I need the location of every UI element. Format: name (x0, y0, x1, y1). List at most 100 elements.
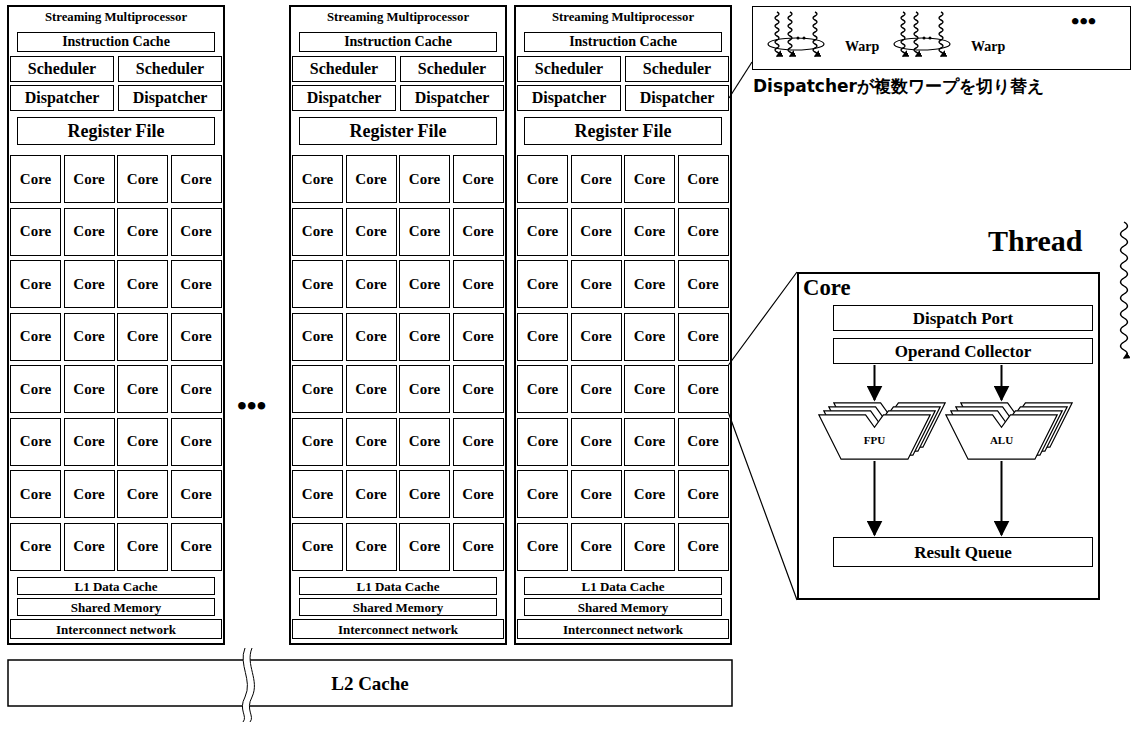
result-queue-label: Result Queue (914, 544, 1012, 561)
core-box-label: Core (634, 224, 665, 239)
core-box-label: Core (409, 382, 440, 397)
core-box-label: Core (20, 539, 51, 554)
core-box-label: Core (687, 277, 718, 292)
core-box: Core (117, 208, 168, 256)
register-file-label: Register File (67, 122, 164, 140)
instruction-cache: Instruction Cache (524, 32, 722, 52)
core-box-label: Core (20, 382, 51, 397)
core-box-label: Core (527, 172, 558, 187)
core-box-label: Core (687, 487, 718, 502)
core-box-label: Core (580, 329, 611, 344)
thread-squiggle (775, 12, 779, 56)
core-box-label: Core (127, 172, 158, 187)
register-file-label: Register File (349, 122, 446, 140)
core-box: Core (10, 418, 61, 466)
warp-ring (768, 38, 824, 50)
core-box: Core (399, 365, 450, 413)
core-box: Core (346, 155, 397, 203)
core-box-label: Core (127, 329, 158, 344)
core-box: Core (571, 470, 622, 518)
alu-unit: ALU (945, 402, 1073, 460)
core-box: Core (517, 470, 568, 518)
core-box-label: Core (73, 487, 104, 502)
core-box: Core (171, 470, 222, 518)
core-box-label: Core (20, 487, 51, 502)
core-box-label: Core (527, 224, 558, 239)
shared-memory: Shared Memory (524, 598, 722, 616)
core-box-label: Core (355, 172, 386, 187)
core-box-label: Core (634, 487, 665, 502)
core-box-label: Core (302, 224, 333, 239)
caption-note: Dispatcherが複数ワープを切り替え (753, 78, 1044, 95)
operand-collector: Operand Collector (833, 338, 1093, 364)
warp-callout-label: Warp (845, 40, 879, 54)
core-box-label: Core (180, 487, 211, 502)
dispatcher-box: Dispatcher (118, 85, 222, 111)
core-box-label: Core (127, 434, 158, 449)
core-box: Core (346, 260, 397, 308)
core-box-label: Core (580, 172, 611, 187)
core-box-label: Core (634, 172, 665, 187)
core-box: Core (64, 470, 115, 518)
core-box-label: Core (409, 277, 440, 292)
dispatcher-box: Dispatcher (517, 85, 621, 111)
register-file: Register File (299, 117, 497, 145)
dispatcher-box-label: Dispatcher (532, 90, 607, 106)
scheduler-box: Scheduler (118, 56, 222, 82)
core-box-label: Core (73, 277, 104, 292)
scheduler-box: Scheduler (625, 56, 729, 82)
core-box: Core (453, 365, 504, 413)
result-queue: Result Queue (833, 537, 1093, 567)
core-box-label: Core (73, 224, 104, 239)
scheduler-box-label: Scheduler (643, 61, 711, 77)
streaming-multiprocessor-label: Streaming Multiprocessor (516, 11, 730, 24)
core-box: Core (453, 313, 504, 361)
core-box: Core (292, 470, 343, 518)
scheduler-box-label: Scheduler (418, 61, 486, 77)
core-box-label: Core (355, 539, 386, 554)
dispatcher-box: Dispatcher (625, 85, 729, 111)
core-box: Core (64, 208, 115, 256)
core-box-label: Core (355, 434, 386, 449)
core-box: Core (64, 418, 115, 466)
register-file-label: Register File (574, 122, 671, 140)
core-box-label: Core (634, 382, 665, 397)
core-box: Core (10, 208, 61, 256)
core-box: Core (571, 313, 622, 361)
core-box-label: Core (409, 487, 440, 502)
core-box: Core (453, 208, 504, 256)
core-box: Core (624, 260, 675, 308)
core-box-label: Core (462, 172, 493, 187)
core-box: Core (678, 208, 729, 256)
core-box: Core (171, 523, 222, 571)
scheduler-box: Scheduler (10, 56, 114, 82)
core-box: Core (346, 313, 397, 361)
core-box: Core (453, 155, 504, 203)
shared-memory: Shared Memory (299, 598, 497, 616)
core-box: Core (624, 208, 675, 256)
core-box-label: Core (73, 382, 104, 397)
core-box: Core (624, 365, 675, 413)
core-box-label: Core (409, 172, 440, 187)
flow-arrow (1001, 365, 1003, 400)
core-box: Core (64, 523, 115, 571)
core-box: Core (571, 365, 622, 413)
l1-data-cache: L1 Data Cache (299, 577, 497, 595)
dispatch-port: Dispatch Port (833, 305, 1093, 331)
l1-data-cache-label: L1 Data Cache (581, 580, 664, 593)
warp-ring (894, 38, 950, 50)
l2-cache-label: L2 Cache (331, 674, 409, 693)
dispatch-port-label: Dispatch Port (913, 310, 1014, 327)
flow-arrow (874, 461, 876, 535)
core-box-label: Core (355, 277, 386, 292)
core-box: Core (571, 418, 622, 466)
core-box-label: Core (180, 539, 211, 554)
core-box-label: Core (73, 172, 104, 187)
instruction-cache-label: Instruction Cache (62, 35, 170, 49)
core-box: Core (624, 418, 675, 466)
l1-data-cache-label: L1 Data Cache (356, 580, 439, 593)
streaming-multiprocessor: Streaming MultiprocessorInstruction Cach… (7, 5, 225, 645)
core-box-label: Core (355, 329, 386, 344)
core-box-label: Core (302, 539, 333, 554)
core-box: Core (10, 470, 61, 518)
